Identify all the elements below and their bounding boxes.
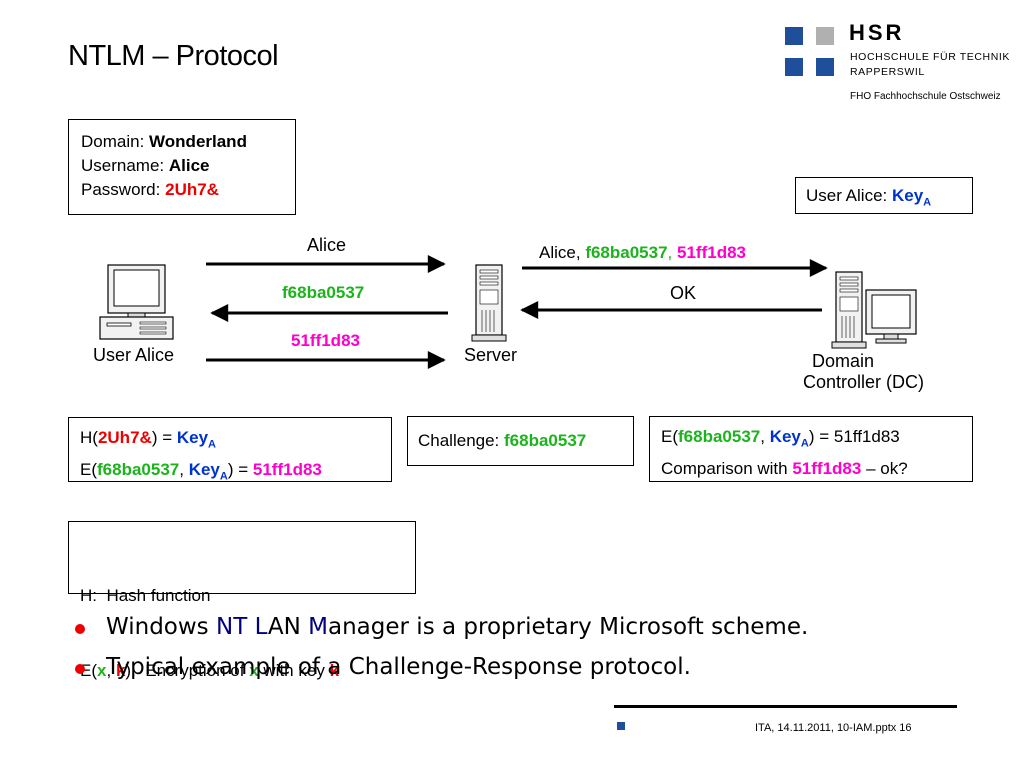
- dc-key-box: User Alice: KeyA: [795, 177, 973, 214]
- logo-line-2: RAPPERSWIL: [850, 66, 925, 78]
- bullet-item: Typical example of a Challenge-Response …: [72, 654, 808, 694]
- server-label: Server: [464, 345, 518, 365]
- message-challenge: f68ba0537: [282, 283, 365, 302]
- workstation-icon: [99, 264, 174, 340]
- footer-text: ITA, 14.11.2011, 10-IAM.pptx 16: [755, 722, 912, 734]
- bullet-dot-icon: [75, 664, 85, 674]
- client-label: User Alice: [93, 345, 175, 365]
- bullet-dot-icon: [75, 624, 85, 634]
- dc-calc-encrypt: E(f68ba0537, KeyA) = 51ff1d83: [661, 427, 900, 450]
- bullet-list: Windows NT LAN Manager is a proprietary …: [72, 614, 808, 694]
- credentials-box: Domain: Wonderland Username: Alice Passw…: [68, 119, 296, 215]
- message-username: Alice: [307, 235, 347, 255]
- client-calc-hash: H(2Uh7&) = KeyA: [80, 428, 216, 451]
- client-calc-encrypt: E(f68ba0537, KeyA) = 51ff1d83: [80, 460, 322, 483]
- logo-square-icon: [785, 27, 803, 45]
- server-tower-icon: [471, 264, 507, 342]
- server-challenge-value: f68ba0537: [504, 431, 587, 450]
- password-row: Password: 2Uh7&: [81, 180, 219, 199]
- dc-calc-compare: Comparison with 51ff1d83 – ok?: [661, 459, 908, 479]
- domain-value: Wonderland: [149, 132, 247, 151]
- dc-calc-box: E(f68ba0537, KeyA) = 51ff1d83 Comparison…: [649, 416, 973, 482]
- domain-row: Domain: Wonderland: [81, 132, 247, 151]
- logo-name: HSR: [849, 20, 905, 45]
- logo-square-icon: [816, 27, 834, 45]
- username-value: Alice: [168, 156, 210, 175]
- password-value: 2Uh7&: [165, 180, 219, 199]
- logo-square-icon: [816, 58, 834, 76]
- legend-box: H: Hash function E(x, k): Encryption of …: [68, 521, 416, 680]
- username-row: Username: Alice: [81, 156, 210, 175]
- legend-encrypt: E(x, k): Encryption of x with key k: [80, 661, 340, 680]
- server-challenge-box: Challenge: f68ba0537: [407, 416, 634, 466]
- slide-title: NTLM – Protocol: [68, 40, 279, 72]
- footer-divider: [614, 705, 957, 708]
- logo-square-icon: [785, 58, 803, 76]
- legend-hash: H: Hash function: [80, 586, 211, 605]
- message-server-to-dc: Alice, f68ba0537, 51ff1d83: [539, 243, 746, 262]
- dc-label-line-2: Controller (DC): [803, 372, 925, 392]
- logo-line-3: FHO Fachhochschule Ostschweiz: [850, 91, 1001, 102]
- message-ok: OK: [670, 283, 697, 303]
- client-calc-box: H(2Uh7&) = KeyA E(f68ba0537, KeyA) = 51f…: [68, 417, 392, 483]
- dc-key-value: KeyA: [891, 186, 932, 209]
- bullet-item: Windows NT LAN Manager is a proprietary …: [72, 614, 808, 654]
- message-response: 51ff1d83: [291, 331, 360, 350]
- domain-controller-icon: [831, 271, 917, 349]
- footer-square-icon: [617, 722, 625, 730]
- logo-line-1: HOCHSCHULE FÜR TECHNIK: [850, 51, 1011, 63]
- dc-label-line-1: Domain: [812, 351, 875, 371]
